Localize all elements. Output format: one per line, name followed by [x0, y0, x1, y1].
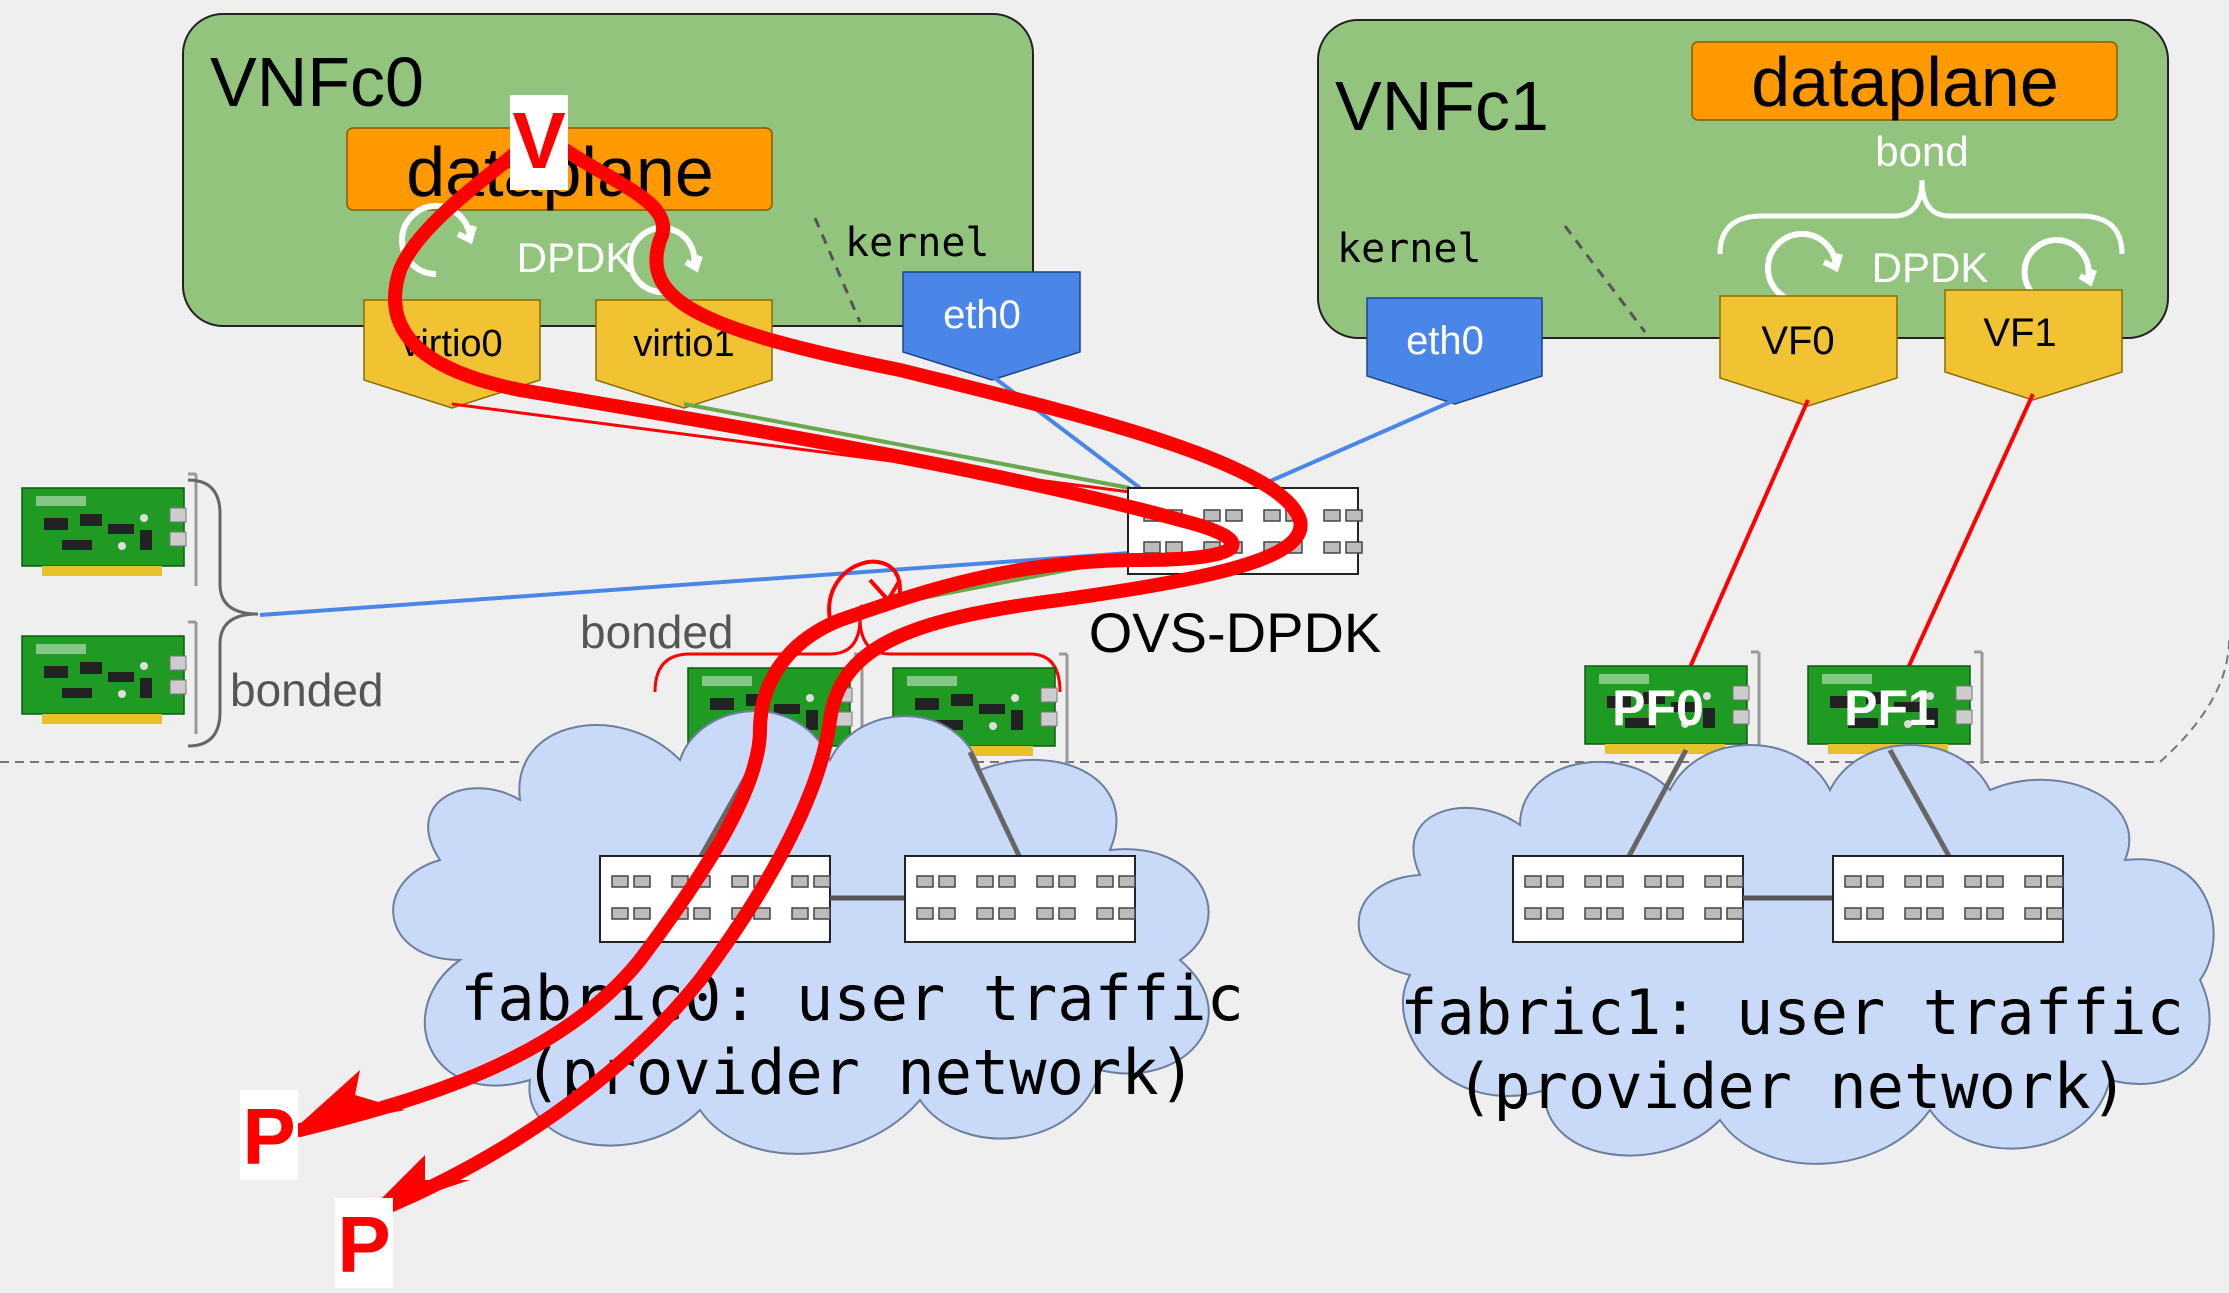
ovs-dpdk-switch: OVS-DPDK	[1089, 487, 1382, 664]
vnfc1-dataplane-box	[1691, 41, 2118, 121]
pf0-label: PF0	[1612, 680, 1704, 736]
fabric0-switch-a	[599, 855, 831, 943]
p1-marker: P	[242, 1092, 295, 1181]
refresh-icon	[627, 225, 703, 296]
vnfc1-kernel-label: kernel	[1337, 226, 1482, 272]
vf0-label: VF0	[1761, 319, 1834, 363]
vnfc1-dpdk-label: DPDK	[1872, 244, 1989, 291]
vnfc1-title: VNFc1	[1335, 67, 1549, 145]
vf0-port	[1719, 295, 1898, 407]
fabric1-cloud	[1357, 744, 2215, 1165]
refresh-icon	[399, 203, 477, 277]
virtio1-label: virtio1	[633, 323, 734, 365]
vf0-pf0-link	[1678, 399, 1810, 691]
vnfc0-title: VNFc0	[210, 43, 424, 121]
fabric1-switch-a	[1512, 855, 1744, 943]
vnfc1-dataplane-label: dataplane	[1751, 43, 2059, 121]
vf1-port	[1944, 289, 2123, 401]
left-bond-brace	[187, 478, 259, 748]
arrow-head-1	[290, 1070, 405, 1133]
left-bond-link	[259, 551, 1131, 617]
vnfc1-eth0-label: eth0	[1406, 319, 1484, 363]
fabric0-line1: fabric0: user traffic	[460, 962, 1244, 1035]
vnfc0-box: VNFc0 dataplane DPDK kernel virtio0 virt…	[182, 13, 1081, 409]
vnfc1-bond-label: bond	[1875, 128, 1968, 175]
p2-marker-box	[335, 1198, 393, 1288]
left-bonded-label: bonded	[230, 664, 384, 716]
loop-arc	[827, 559, 903, 621]
fabric0-switch-b	[904, 855, 1136, 943]
left-nic-top	[20, 472, 198, 588]
pf1-label: PF1	[1844, 680, 1936, 736]
vnfc1-eth0-port	[1366, 297, 1543, 405]
bond-brace	[1717, 179, 2125, 255]
refresh-icon	[1765, 231, 1843, 305]
fabric1-switch-b	[1832, 855, 2064, 943]
vnfc1-box: VNFc1 dataplane bond DPDK kernel eth0 VF…	[1317, 19, 2169, 407]
vnfc1-eth0-link	[1249, 398, 1456, 492]
fabric1-line2: (provider network)	[1456, 1050, 2128, 1123]
center-bonded-label: bonded	[580, 606, 734, 658]
vnfc0-kernel-label: kernel	[845, 220, 990, 266]
packet-path	[293, 125, 1308, 1217]
v-marker: V	[512, 96, 565, 185]
vf1-pf1-link	[1896, 393, 2035, 691]
vnfc0-eth0-label: eth0	[943, 293, 1021, 337]
fabric1-line1: fabric1: user traffic	[1400, 976, 2184, 1049]
vf1-label: VF1	[1983, 311, 2056, 355]
virtio1-link	[683, 402, 1131, 490]
ovs-dpdk-label: OVS-DPDK	[1089, 601, 1382, 664]
vnfc0-dpdk-label: DPDK	[517, 234, 634, 281]
fabric0-line2: (provider network)	[524, 1036, 1196, 1109]
vnfc0-eth0-port	[902, 271, 1081, 381]
p2-marker: P	[337, 1200, 390, 1289]
v-marker-box	[510, 95, 568, 190]
left-nic-bottom	[20, 620, 198, 736]
host-boundary	[0, 639, 2229, 763]
p1-marker-box	[240, 1090, 298, 1180]
